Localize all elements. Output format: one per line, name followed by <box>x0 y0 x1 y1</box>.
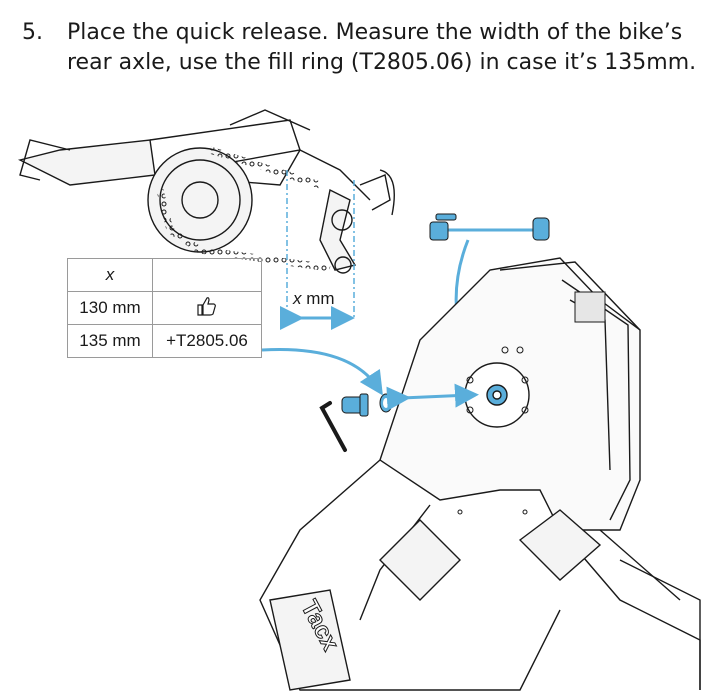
step-number: 5. <box>22 20 43 45</box>
table-header-empty <box>152 258 262 292</box>
axle-width-cell: 135 mm <box>67 324 153 358</box>
quick-release-skewer <box>429 213 550 241</box>
fill-ring-callout-arrow <box>261 348 383 396</box>
bike-chain <box>156 146 331 272</box>
axle-adapter <box>341 393 369 417</box>
table-header-x: x <box>67 258 153 292</box>
table-row: 135 mm +T2805.06 <box>67 324 262 358</box>
action-cell: +T2805.06 <box>152 324 262 358</box>
axle-fit-arrow <box>386 383 479 411</box>
thumbs-up-icon <box>197 296 216 316</box>
hex-key <box>319 401 347 452</box>
action-cell <box>152 291 262 325</box>
axle-width-table: x 130 mm 135 mm +T2805.06 <box>67 258 262 358</box>
table-row: 130 mm <box>67 291 262 325</box>
step-text: Place the quick release. Measure the wid… <box>67 20 697 75</box>
axle-width-guides <box>286 170 355 320</box>
smart-trainer <box>259 257 701 691</box>
bike-rear-frame <box>17 109 395 274</box>
table-header-row: x <box>67 258 262 292</box>
axle-width-unit: mm <box>306 289 335 308</box>
axle-width-label: x mm <box>293 289 335 309</box>
axle-width-variable: x <box>293 289 302 308</box>
axle-width-cell: 130 mm <box>67 291 153 325</box>
